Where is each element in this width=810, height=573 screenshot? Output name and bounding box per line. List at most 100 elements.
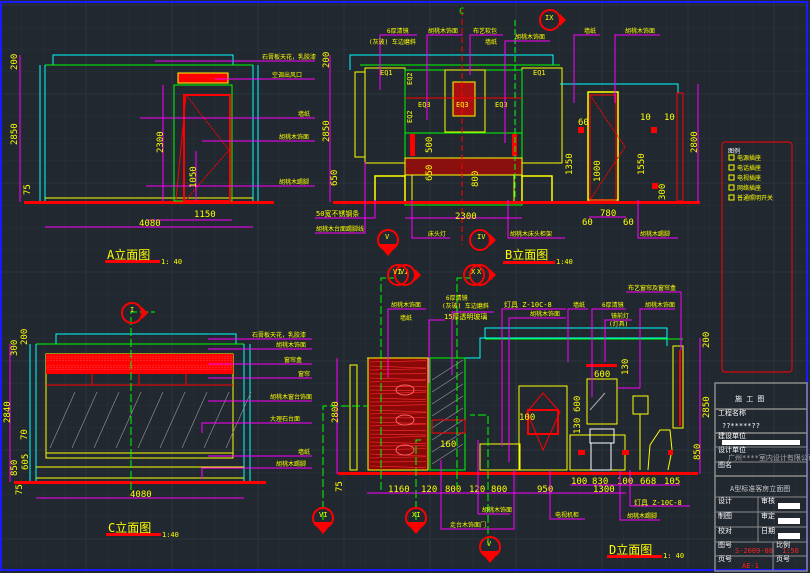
leader [428,319,445,383]
hatch-line [225,391,252,449]
leader [567,308,588,362]
leader [411,200,450,239]
socket-symbol [651,127,657,133]
dim-b-door-h: 1000 [593,160,603,182]
title-block-redacted [778,533,800,539]
dim-d-100: 100 [571,477,587,487]
title-c: C立面图 [108,520,151,535]
dim-b-low: 650 [330,170,340,186]
hatch-line [431,395,464,417]
label-d-11: 胡桃木饰面 [645,301,675,309]
nightstand-left [374,175,406,203]
dim-b-width: 2300 [455,212,477,222]
section-marker: IX [539,9,566,31]
section-marker: V [479,536,501,563]
grain-line [369,360,427,363]
section-mark-label: V [487,540,492,548]
dim-c-height: 2840 [3,401,13,423]
hatch-line [49,391,76,449]
dim-d-160: 160 [440,440,456,450]
axis-label: C [459,7,464,17]
title-block: 施 工 图 工程名称 ??*****?? 建设单位 设计单位 广州****室内设… [714,382,810,572]
label-b-0: 6厚清镜 [387,27,409,35]
leader [426,34,463,120]
eq-3c: EQ3 [495,101,508,109]
floor-line [338,472,698,475]
label-d-14: 走台木饰面门 [450,521,486,529]
eq-1: EQ1 [380,69,393,77]
dim-b-1550: 1550 [637,153,647,175]
hatch-line [431,407,464,429]
dim-b-top: 200 [322,52,332,68]
grain-line [369,389,427,392]
dim-b-1350: 1350 [565,153,575,175]
label-d-17: 胡桃木踢脚 [627,512,657,520]
dim-d-mirror-w: 600 [594,370,610,380]
dim-d-120: 120 [421,485,437,495]
title-block-company: 广州****室内设计有限公司 [728,453,810,462]
title-block-project-label: 工程名称 [718,408,746,417]
label-a-0: 石膏板天花，乳胶漆 [262,53,316,61]
dim-d-830: 830 [592,477,608,487]
entrance-door-frame [587,91,619,201]
label-b-11: 胡桃木床头柜架 [510,230,552,238]
scale-c: 1:40 [162,531,179,539]
leader [501,308,566,446]
dim-c-850: 850 [10,460,20,476]
dim-d-130: 130 [621,359,631,375]
title-underline [105,260,160,263]
grain-knot [395,384,415,396]
dim-b-c1: 10 [640,113,651,123]
switch-symbol [578,127,584,133]
leader [591,308,626,397]
dim-d-right-top: 200 [702,332,712,348]
label-d-15: 电视机柜 [555,511,579,519]
title-block-row-label: 审核 [761,496,775,505]
mirror-right [521,67,563,164]
title-block-scale: 1:50 [782,547,799,555]
section-mark-label: X [471,268,476,276]
hatch-line [203,391,230,449]
label-d-3: 墙纸 [400,314,412,322]
hatch-line [431,419,464,441]
title-underline [503,261,555,264]
leader [201,467,312,479]
leader [379,34,417,90]
eq-2b: EQ2 [406,110,414,123]
leader [387,308,426,378]
curtain-side [672,345,684,429]
title-d: D立面图 [609,542,652,557]
wall-edge-red [676,92,684,202]
section-mark-label: VI [400,268,408,276]
wardrobe-ornament [526,392,561,452]
dim-c-70: 70 [20,429,30,440]
dim-b-side1: 60 [582,218,593,228]
ceiling-line [52,54,234,65]
label-b-5: 胡桃木饰面 [515,33,545,41]
dim-d-2800: 2800 [331,401,341,423]
title-block-client-label: 建设单位 [718,431,746,440]
dim-d-1160: 1160 [388,485,410,495]
dim-d-120b: 120 [469,485,485,495]
dim-d-right-low: 850 [693,444,703,460]
dim-d-800: 800 [445,485,461,495]
dim-c-top: 200 [20,329,30,345]
hatch-line [431,371,464,393]
dim-b-800: 800 [471,171,481,187]
glass-panel [429,357,466,471]
mirror-light [586,364,617,367]
leader [619,470,660,521]
floor-line [14,481,266,484]
hatch-line [181,391,208,449]
dim-a-handle: 1050 [189,166,199,188]
leader [626,291,682,350]
title-block-client-redacted [722,440,800,445]
label-d-12: 布艺窗帘及窗帘盒 [628,284,676,292]
ceiling-right [560,83,679,93]
label-c-6: 墙纸 [298,448,310,456]
leader [617,308,675,389]
section-mark-label: IV [477,233,486,241]
scale-d: 1: 40 [663,552,684,560]
